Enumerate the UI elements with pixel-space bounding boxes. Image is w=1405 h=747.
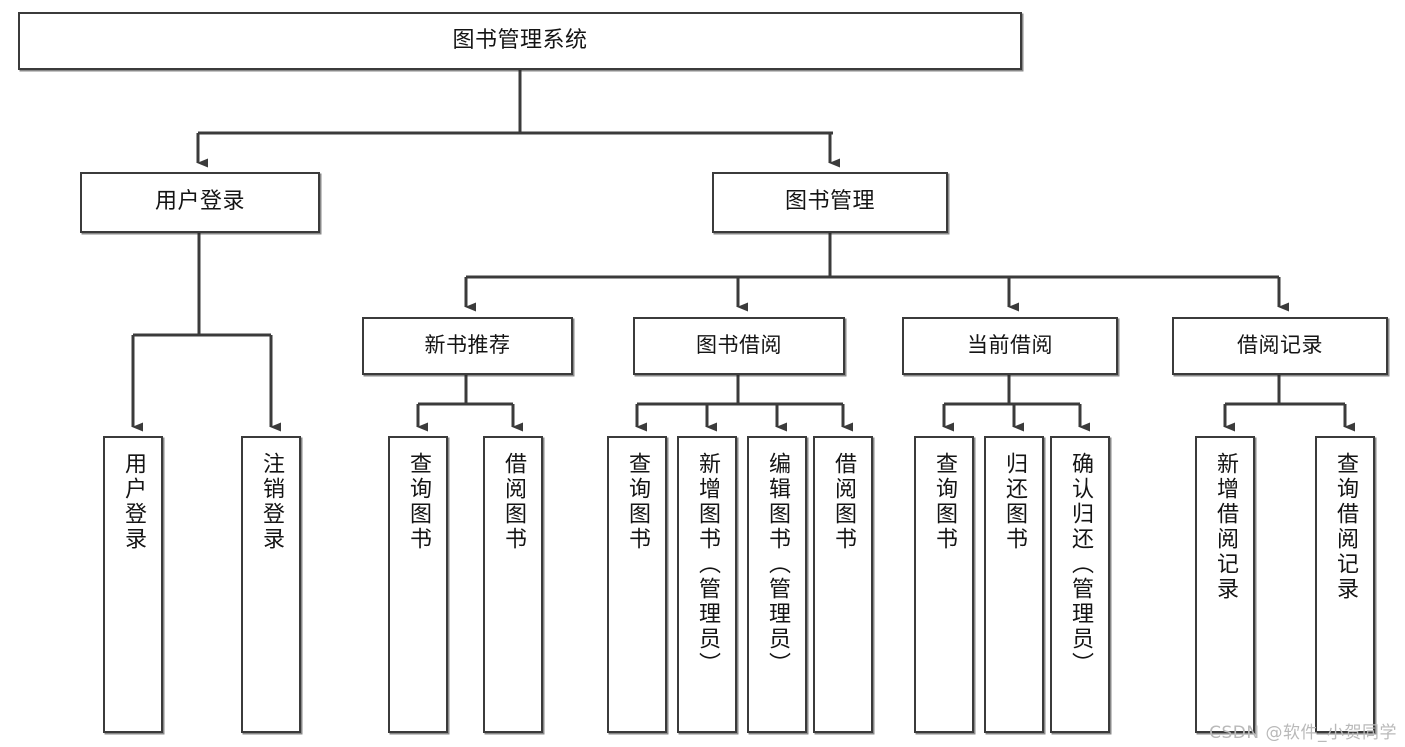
leaf-current-return-books[interactable]: 归还图书 [984, 436, 1044, 733]
leaf-current-query-books[interactable]: 查询图书 [914, 436, 974, 733]
leaf-new-book-borrow-books[interactable]: 借阅图书 [483, 436, 543, 733]
node-label: 查询图书 [406, 452, 431, 552]
node-label: 借阅图书 [501, 452, 526, 552]
node-label: 借阅图书 [831, 452, 856, 552]
node-label: 用户登录 [154, 189, 245, 215]
node-new-book-recommendation[interactable]: 新书推荐 [362, 317, 573, 375]
node-label: 确认归还（管理员） [1068, 452, 1093, 677]
leaf-borrow-borrow-books[interactable]: 借阅图书 [813, 436, 873, 733]
node-label: 注销登录 [259, 452, 284, 552]
leaf-user-login-logout[interactable]: 注销登录 [241, 436, 301, 733]
node-label: 图书借阅 [696, 333, 782, 358]
node-label: 用户登录 [121, 452, 146, 552]
node-label: 当前借阅 [967, 333, 1053, 358]
leaf-new-book-query-books[interactable]: 查询图书 [388, 436, 448, 733]
node-label: 新增图书（管理员） [695, 452, 720, 677]
leaf-record-query-borrow-record[interactable]: 查询借阅记录 [1315, 436, 1375, 733]
node-label: 查询图书 [625, 452, 650, 552]
node-label: 图书管理系统 [452, 27, 588, 53]
node-label: 图书管理 [784, 189, 875, 215]
node-label: 编辑图书（管理员） [765, 452, 790, 677]
node-book-management[interactable]: 图书管理 [712, 172, 948, 233]
node-label: 查询图书 [932, 452, 957, 552]
node-label: 查询借阅记录 [1333, 452, 1358, 602]
node-label: 新书推荐 [424, 333, 511, 358]
node-label: 新增借阅记录 [1213, 452, 1238, 602]
node-user-login[interactable]: 用户登录 [80, 172, 320, 233]
leaf-borrow-query-books[interactable]: 查询图书 [607, 436, 667, 733]
node-borrowing-record[interactable]: 借阅记录 [1172, 317, 1388, 375]
node-book-borrowing[interactable]: 图书借阅 [633, 317, 845, 375]
csdn-watermark: CSDN @软件_小贺同学 [1209, 723, 1397, 743]
node-current-borrowing[interactable]: 当前借阅 [902, 317, 1118, 375]
leaf-user-login-login[interactable]: 用户登录 [103, 436, 163, 733]
leaf-borrow-edit-book-admin[interactable]: 编辑图书（管理员） [747, 436, 807, 733]
node-label: 借阅记录 [1237, 333, 1323, 358]
leaf-record-add-borrow-record[interactable]: 新增借阅记录 [1195, 436, 1255, 733]
leaf-current-confirm-return-admin[interactable]: 确认归还（管理员） [1050, 436, 1110, 733]
leaf-borrow-add-book-admin[interactable]: 新增图书（管理员） [677, 436, 737, 733]
node-label: 归还图书 [1002, 452, 1027, 552]
node-root-book-management-system[interactable]: 图书管理系统 [18, 12, 1022, 70]
